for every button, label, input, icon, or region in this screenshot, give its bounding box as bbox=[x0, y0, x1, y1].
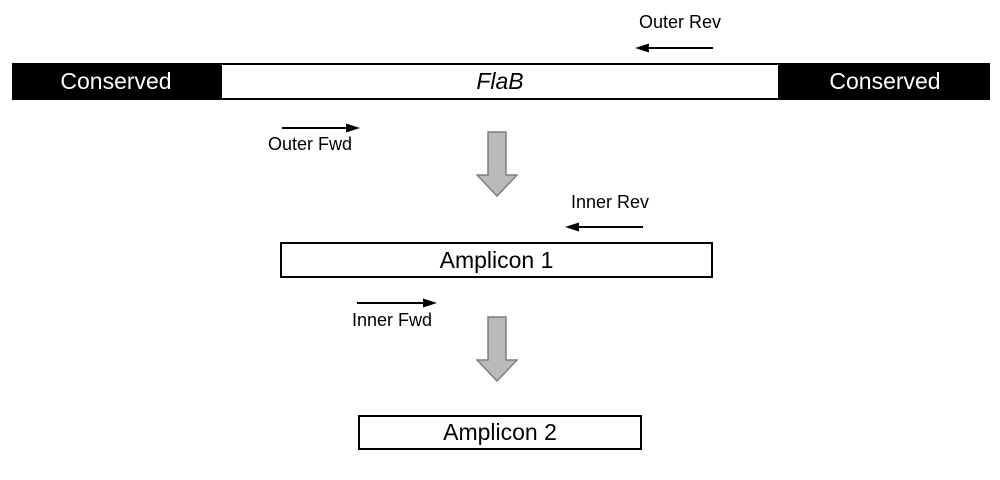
outer-fwd-right-arrow-icon bbox=[282, 120, 360, 138]
gene-bar: Conserved FlaB Conserved bbox=[12, 63, 990, 100]
conserved-region-right: Conserved bbox=[780, 63, 990, 100]
outer-rev-primer-label: Outer Rev bbox=[638, 12, 722, 32]
inner-rev-primer-label: Inner Rev bbox=[570, 192, 650, 212]
flab-gene-region: FlaB bbox=[220, 63, 780, 100]
amplicon-2-box: Amplicon 2 bbox=[358, 415, 642, 450]
inner-fwd-primer-label: Inner Fwd bbox=[351, 310, 433, 330]
pcr-step2-down-arrow-icon bbox=[475, 316, 519, 387]
inner-rev-left-arrow-icon bbox=[565, 219, 643, 237]
inner-fwd-right-arrow-icon bbox=[357, 295, 437, 313]
outer-rev-left-arrow-icon bbox=[635, 40, 713, 58]
amplicon-1-box: Amplicon 1 bbox=[280, 242, 713, 278]
outer-fwd-primer-label: Outer Fwd bbox=[267, 134, 353, 154]
pcr-step1-down-arrow-icon bbox=[475, 131, 519, 202]
conserved-region-left: Conserved bbox=[12, 63, 220, 100]
